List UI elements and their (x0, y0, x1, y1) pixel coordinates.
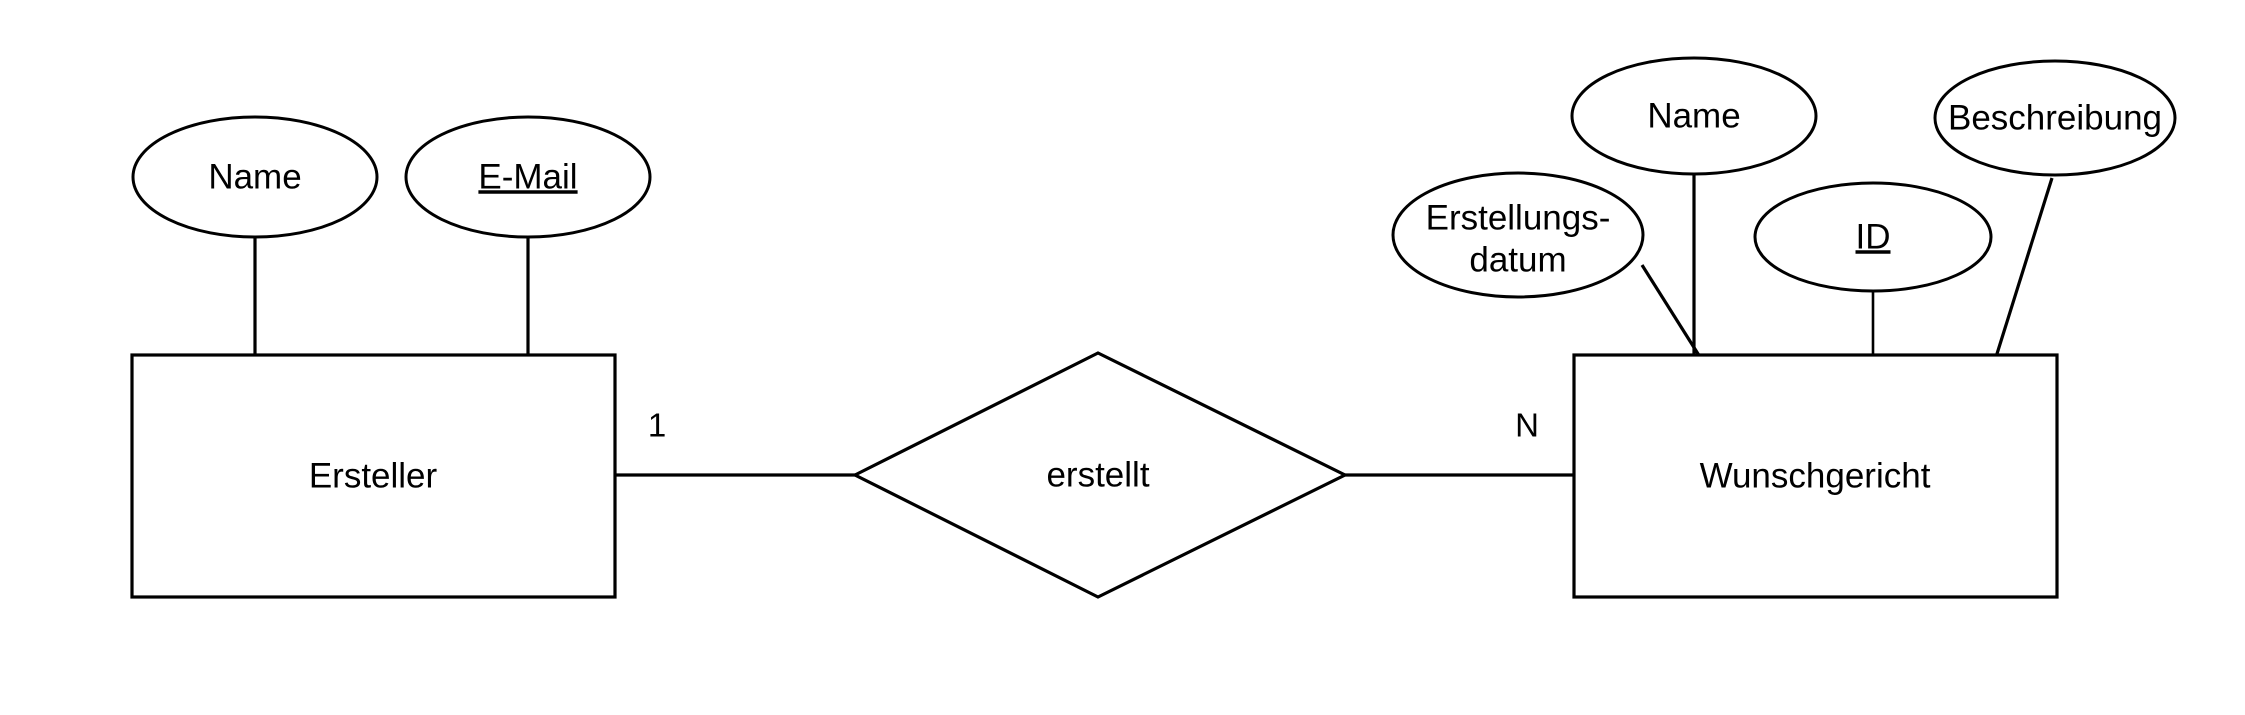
attribute-ellipse-wunschgericht-id[interactable] (1753, 181, 1993, 293)
attribute-ellipse-wunschgericht-beschreibung[interactable] (1933, 59, 2177, 177)
attribute-ellipse-wunschgericht-name[interactable] (1570, 56, 1818, 176)
relationship-label-erstellt: erstellt (1046, 455, 1149, 494)
attribute-label-wunschgericht-name: Name (1647, 96, 1740, 135)
attribute-label-wunschgericht-beschreibung: Beschreibung (1948, 98, 2162, 137)
attribute-ellipse-ersteller-name[interactable] (131, 115, 379, 239)
cardinality-label-left: 1 (648, 407, 666, 444)
entity-label-ersteller: Ersteller (309, 456, 438, 495)
attribute-ellipse-wunschgericht-erstellungsdatum[interactable] (1391, 171, 1645, 299)
entity-label-wunschgericht: Wunschgericht (1700, 456, 1931, 495)
entity-box-ersteller[interactable] (130, 353, 617, 599)
attribute-ellipse-ersteller-email[interactable] (404, 115, 652, 239)
attribute-label-wunschgericht-erstellungsdatum-line2: datum (1469, 240, 1566, 279)
attribute-label-ersteller-name: Name (208, 157, 301, 196)
attribute-label-wunschgericht-erstellungsdatum-line1: Erstellungs- (1426, 198, 1611, 237)
connector-wunschgericht-erstellungsdatum (1640, 264, 1702, 358)
attribute-label-ersteller-email: E-Mail (478, 157, 577, 196)
attribute-label-wunschgericht-id: ID (1856, 217, 1891, 256)
cardinality-label-right: N (1515, 407, 1539, 444)
connector-wunschgericht-beschreibung (1994, 177, 2054, 358)
entity-box-wunschgericht[interactable] (1572, 353, 2059, 599)
